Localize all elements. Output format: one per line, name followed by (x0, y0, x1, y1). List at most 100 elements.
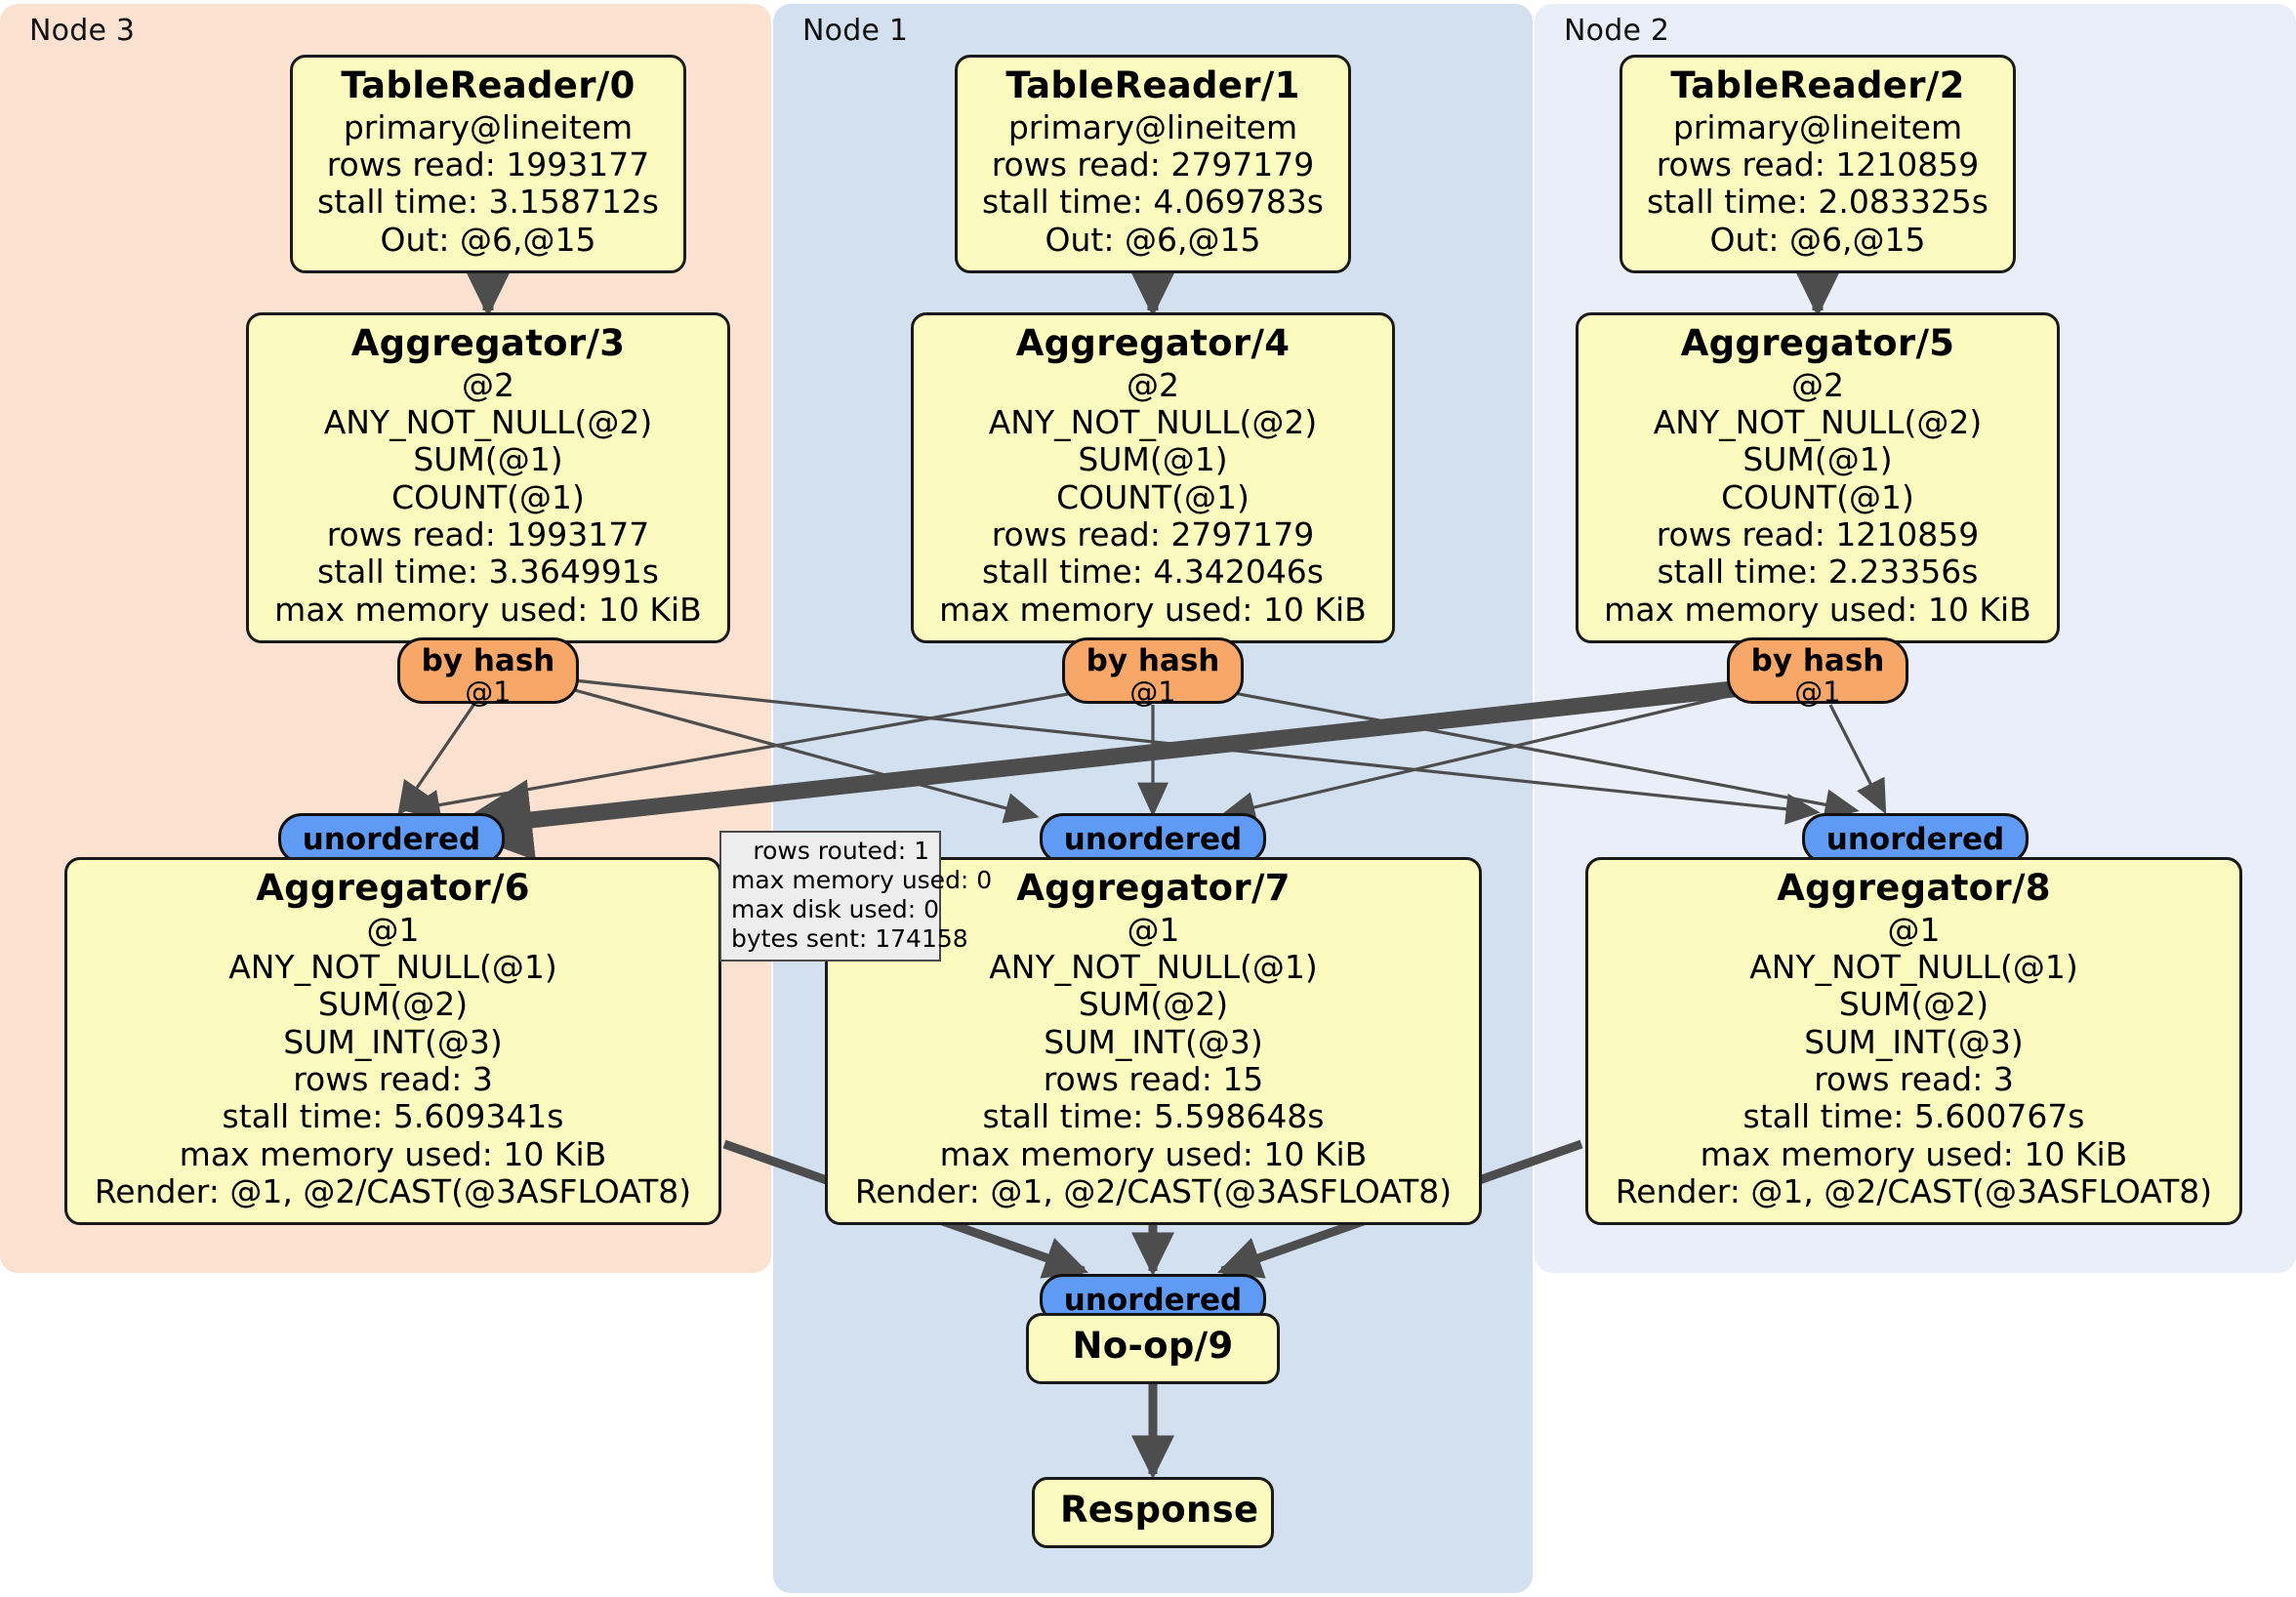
router-type-label: by hash (1750, 643, 1885, 678)
operator-detail-stall-time: stall time: 5.600767s (1742, 1097, 2085, 1136)
operator-detail-out: Out: @6,@15 (380, 220, 596, 259)
operator-detail-max-memory: max memory used: 10 KiB (939, 1134, 1368, 1173)
tooltip-max-disk-used: max disk used: 0 (731, 895, 940, 923)
operator-aggregator-5[interactable]: Aggregator/5 @2 ANY_NOT_NULL(@2) SUM(@1)… (1576, 312, 2060, 643)
operator-title: Aggregator/5 (1680, 322, 1955, 364)
edge-hash5-unordered1 (1220, 687, 1758, 823)
operator-detail-out: Out: @6,@15 (1709, 220, 1926, 259)
router-column-label: @1 (1794, 676, 1841, 710)
edge-hash5-unordered2 (1828, 704, 1887, 815)
operator-detail-agg-3: SUM_INT(@3) (1044, 1022, 1263, 1061)
operator-detail-stall-time: stall time: 5.598648s (982, 1097, 1325, 1136)
operator-detail-group: @1 (366, 910, 420, 949)
operator-no-op-9[interactable]: No-op/9 (1026, 1313, 1280, 1384)
operator-detail-group: @1 (1887, 910, 1941, 949)
operator-aggregator-7[interactable]: Aggregator/7 @1 ANY_NOT_NULL(@1) SUM(@2)… (825, 857, 1482, 1226)
operator-title: TableReader/1 (1005, 64, 1300, 106)
operator-detail-stall-time: stall time: 5.609341s (222, 1097, 564, 1136)
operator-detail-group: @2 (1791, 365, 1844, 404)
operator-detail-agg-2: SUM(@2) (1838, 985, 1989, 1024)
operator-detail-agg-3: COUNT(@1) (1721, 477, 1914, 516)
operator-detail-agg-2: SUM(@1) (1078, 440, 1228, 479)
operator-detail-rows-read: rows read: 3 (293, 1059, 493, 1098)
operator-response[interactable]: Response (1032, 1477, 1274, 1548)
operator-detail-out: Out: @6,@15 (1045, 220, 1261, 259)
operator-detail-rows-read: rows read: 2797179 (991, 145, 1315, 184)
operator-detail-rows-read: rows read: 1993177 (326, 145, 650, 184)
operator-detail-group: @1 (1127, 910, 1180, 949)
operator-title: Response (1060, 1489, 1259, 1531)
operator-detail-rows-read: rows read: 2797179 (991, 514, 1315, 553)
operator-detail-agg-3: SUM_INT(@3) (283, 1022, 503, 1061)
operator-title: Aggregator/6 (256, 867, 530, 909)
operator-detail-rows-read: rows read: 3 (1814, 1059, 2014, 1098)
operator-detail-rows-read: rows read: 1993177 (326, 514, 650, 553)
operator-detail-rows-read: rows read: 15 (1043, 1059, 1264, 1098)
operator-title: Aggregator/4 (1015, 322, 1291, 364)
operator-detail-agg-3: SUM_INT(@3) (1804, 1022, 2024, 1061)
operator-detail-stall-time: stall time: 2.23356s (1657, 553, 1979, 592)
operator-detail-stall-time: stall time: 4.069783s (982, 183, 1324, 222)
operator-detail-agg-1: ANY_NOT_NULL(@2) (988, 403, 1318, 442)
operator-detail-agg-3: COUNT(@1) (1056, 477, 1250, 516)
operator-title: TableReader/0 (341, 64, 636, 106)
tooltip-rows-routed: rows routed: 1 (753, 837, 929, 865)
router-column-label: @1 (465, 676, 512, 710)
operator-detail-table: primary@lineitem (1007, 107, 1298, 146)
operator-title: TableReader/2 (1670, 64, 1965, 106)
operator-detail-stall-time: stall time: 3.158712s (317, 183, 659, 222)
edge-hash5-unordered3-highlight (448, 675, 1787, 861)
router-type-label: unordered (302, 822, 481, 857)
operator-detail-agg-2: SUM(@2) (1078, 985, 1229, 1024)
router-column-label: @1 (1129, 676, 1176, 710)
router-by-hash-node-2[interactable]: by hash @1 (1727, 637, 1908, 708)
operator-detail-stall-time: stall time: 4.342046s (982, 553, 1324, 592)
operator-detail-group: @2 (1127, 365, 1179, 404)
router-type-label: by hash (421, 643, 555, 678)
operator-detail-group: @2 (462, 365, 514, 404)
operator-table-reader-1[interactable]: TableReader/1 primary@lineitem rows read… (955, 55, 1351, 273)
operator-table-reader-0[interactable]: TableReader/0 primary@lineitem rows read… (290, 55, 686, 273)
operator-table-reader-2[interactable]: TableReader/2 primary@lineitem rows read… (1620, 55, 2016, 273)
cluster-label-node-1: Node 1 (802, 14, 909, 48)
router-type-label: unordered (1063, 822, 1243, 857)
operator-title: Aggregator/8 (1777, 867, 2051, 909)
operator-detail-stall-time: stall time: 3.364991s (317, 553, 659, 592)
operator-detail-render: Render: @1, @2/CAST(@3ASFLOAT8) (1615, 1171, 2213, 1210)
tooltip-bytes-sent: bytes sent: 174158 (731, 924, 968, 953)
operator-aggregator-6[interactable]: Aggregator/6 @1 ANY_NOT_NULL(@1) SUM(@2)… (64, 857, 721, 1226)
operator-detail-max-memory: max memory used: 10 KiB (939, 590, 1367, 629)
operator-detail-max-memory: max memory used: 10 KiB (274, 590, 702, 629)
operator-detail-render: Render: @1, @2/CAST(@3ASFLOAT8) (94, 1171, 692, 1210)
operator-detail-max-memory: max memory used: 10 KiB (1604, 590, 2031, 629)
operator-detail-agg-1: ANY_NOT_NULL(@2) (323, 403, 653, 442)
operator-detail-agg-1: ANY_NOT_NULL(@2) (1653, 403, 1983, 442)
operator-detail-max-memory: max memory used: 10 KiB (1700, 1134, 2128, 1173)
edge-hash4-unordered2 (1212, 687, 1860, 821)
cluster-label-node-3: Node 3 (29, 14, 136, 48)
router-by-hash-node-3[interactable]: by hash @1 (397, 637, 579, 708)
operator-title: Aggregator/3 (350, 322, 626, 364)
operator-detail-agg-2: SUM(@1) (1742, 440, 1893, 479)
router-unordered-node-1[interactable]: unordered (1040, 813, 1266, 864)
operator-detail-agg-3: COUNT(@1) (391, 477, 585, 516)
operator-detail-table: primary@lineitem (343, 107, 634, 146)
operator-detail-agg-2: SUM(@1) (413, 440, 563, 479)
operator-aggregator-8[interactable]: Aggregator/8 @1 ANY_NOT_NULL(@1) SUM(@2)… (1585, 857, 2242, 1226)
operator-aggregator-3[interactable]: Aggregator/3 @2 ANY_NOT_NULL(@2) SUM(@1)… (246, 312, 730, 643)
router-type-label: by hash (1086, 643, 1220, 678)
edge-hash3-unordered1 (570, 687, 1040, 824)
operator-title: No-op/9 (1072, 1325, 1234, 1367)
edge-stats-tooltip: rows routed: 1 max memory used: 0 max di… (719, 831, 992, 962)
operator-detail-max-memory: max memory used: 10 KiB (179, 1134, 607, 1173)
operator-detail-rows-read: rows read: 1210859 (1656, 145, 1980, 184)
operator-detail-agg-1: ANY_NOT_NULL(@1) (989, 948, 1318, 987)
operator-title: Aggregator/7 (1016, 867, 1291, 909)
router-by-hash-node-1[interactable]: by hash @1 (1062, 637, 1244, 708)
operator-detail-agg-1: ANY_NOT_NULL(@1) (228, 948, 557, 987)
router-type-label: unordered (1825, 822, 2005, 857)
operator-detail-table: primary@lineitem (1672, 107, 1963, 146)
operator-detail-agg-2: SUM(@2) (317, 985, 469, 1024)
operator-aggregator-4[interactable]: Aggregator/4 @2 ANY_NOT_NULL(@2) SUM(@1)… (911, 312, 1395, 643)
